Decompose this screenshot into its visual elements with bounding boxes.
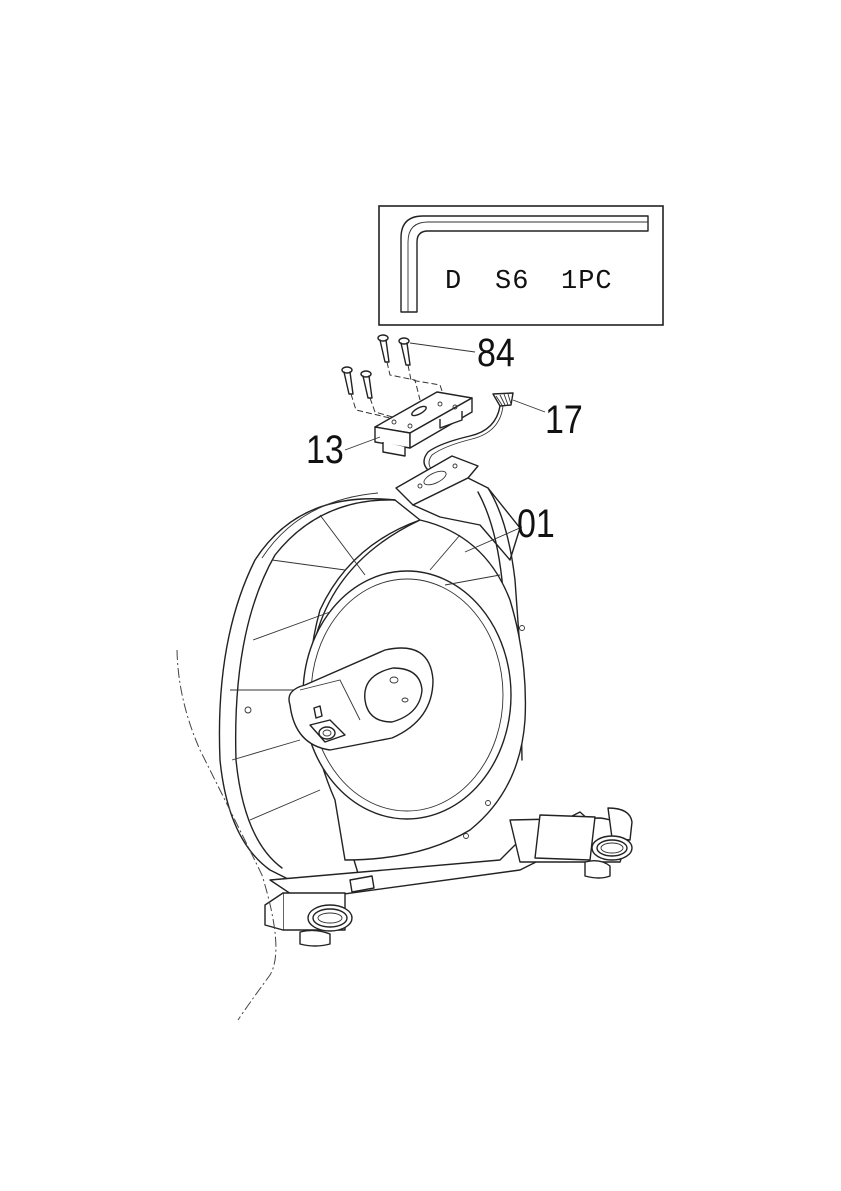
bolt (342, 367, 353, 394)
callout-main-frame: 01 (517, 500, 555, 545)
bolt (399, 338, 410, 365)
main-frame (177, 456, 632, 1020)
callout-bracket: 13 (306, 426, 344, 471)
tool-label-qty: 1PC (561, 267, 613, 297)
tool-label-d: D (445, 267, 462, 297)
bolt (378, 335, 389, 362)
callout-bolts: 84 (477, 329, 515, 374)
tool-box: D S6 1PC (379, 206, 663, 325)
bolt (361, 371, 372, 398)
bracket (345, 392, 472, 456)
callout-sensor-cable: 17 (545, 396, 583, 441)
tool-label-size: S6 (495, 267, 529, 297)
